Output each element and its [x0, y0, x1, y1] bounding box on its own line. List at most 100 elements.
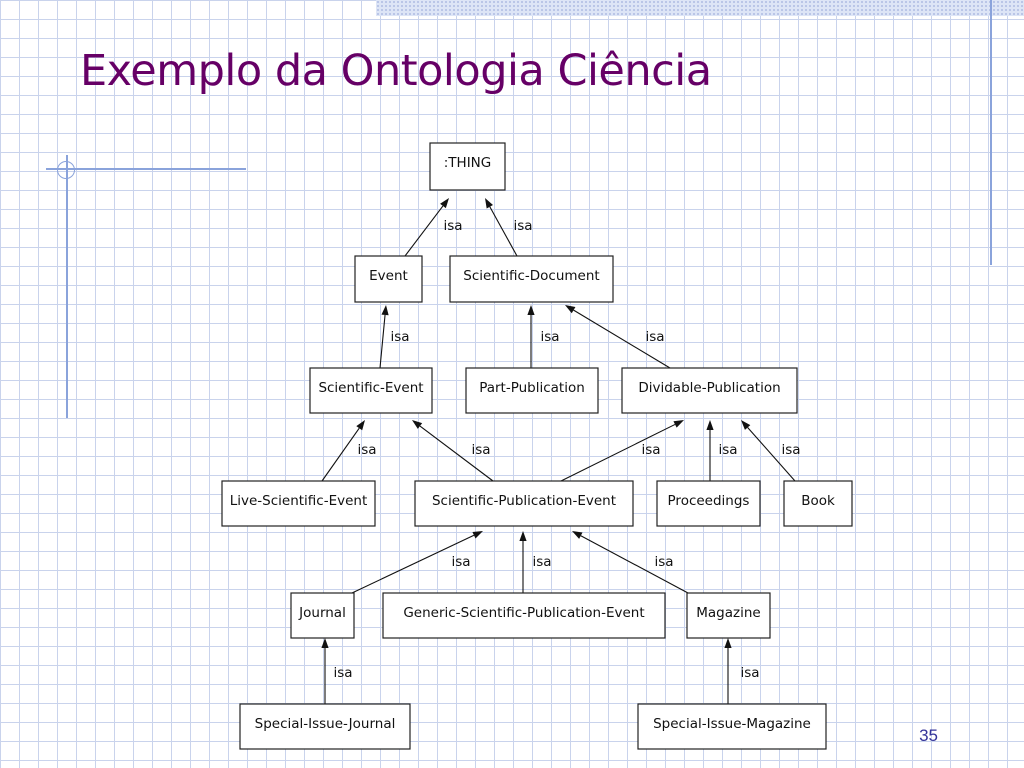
node-label: Special-Issue-Magazine [653, 716, 811, 732]
edge-label: isa [513, 218, 532, 234]
edge-event-to-thing: isa [404, 198, 463, 257]
edge-line [560, 423, 676, 482]
node-proceedings: Proceedings [656, 480, 761, 527]
edge-label: isa [443, 218, 462, 234]
node-label: :THING [444, 155, 492, 171]
node-box [637, 703, 827, 750]
node-generic-sci-pub-event: Generic-Scientific-Publication-Event [382, 592, 666, 639]
node-label: Magazine [696, 605, 760, 621]
arrowhead-icon [356, 420, 365, 431]
node-journal: Journal [290, 592, 355, 639]
node-label: Special-Issue-Journal [255, 716, 396, 732]
node-div-pub: Dividable-Publication [621, 367, 798, 414]
node-sci-pub-event: Scientific-Publication-Event [414, 480, 634, 527]
node-thing: :THING [429, 142, 506, 191]
node-book: Book [783, 480, 853, 527]
node-box [686, 592, 771, 639]
node-sci-doc: Scientific-Document [449, 255, 614, 303]
node-magazine: Magazine [686, 592, 771, 639]
edge-label: isa [390, 329, 409, 345]
top-decorative-band [376, 0, 1024, 16]
node-special-issue-magazine: Special-Issue-Magazine [637, 703, 827, 750]
node-box [290, 592, 355, 639]
edge-label: isa [641, 442, 660, 458]
node-layer: :THING Event Scientific-DocumentScientific… [221, 142, 853, 750]
node-box [221, 480, 376, 527]
edge-sci-event-to-event: isa [379, 305, 410, 369]
node-box [239, 703, 411, 750]
node-box [309, 367, 433, 414]
arrowhead-icon [572, 531, 583, 539]
node-label: Part-Publication [479, 380, 585, 396]
arrowhead-icon [440, 198, 449, 209]
edge-layer: isa isa isa isa isa isa isa isa isa isa isa isa isa i… [321, 198, 801, 704]
edge-line [489, 206, 518, 257]
node-label: Journal [298, 605, 346, 621]
edge-proceedings-to-div-pub: isa [706, 420, 738, 481]
edge-line [580, 535, 689, 594]
edge-label: isa [781, 442, 800, 458]
node-part-pub: Part-Publication [465, 367, 599, 414]
edge-label: isa [654, 554, 673, 570]
node-box [429, 142, 506, 191]
edge-line [573, 309, 671, 369]
left-vertical-rule [66, 155, 68, 418]
node-label: Dividable-Publication [638, 380, 780, 396]
node-live-sci-event: Live-Scientific-Event [221, 480, 376, 527]
node-box [783, 480, 853, 527]
arrowhead-icon [485, 198, 493, 209]
edge-line [419, 425, 494, 482]
node-label: Event [369, 268, 408, 284]
edge-special-issue-journal-to-journal: isa [321, 638, 353, 704]
left-horizontal-rule [46, 168, 246, 170]
edge-book-to-div-pub: isa [741, 420, 801, 482]
edge-sci-pub-event-to-sci-event: isa [412, 420, 494, 482]
arrowhead-icon [472, 531, 483, 539]
arrowhead-icon [519, 531, 527, 541]
edge-sci-doc-to-thing: isa [485, 198, 533, 257]
edge-line [404, 205, 444, 257]
edge-label: isa [471, 442, 490, 458]
arrowhead-icon [706, 420, 714, 430]
edge-generic-sci-pub-event-to-sci-pub-event: isa [519, 531, 552, 593]
node-label: Scientific-Document [463, 268, 599, 284]
node-label: Scientific-Event [318, 380, 423, 396]
node-label: Proceedings [668, 493, 750, 509]
arrowhead-icon [741, 420, 751, 430]
node-box [621, 367, 798, 414]
edge-sci-pub-event-to-div-pub: isa [560, 420, 684, 482]
edge-label: isa [451, 554, 470, 570]
edge-live-sci-event-to-sci-event: isa [321, 420, 377, 482]
node-box [414, 480, 634, 527]
node-label: Generic-Scientific-Publication-Event [403, 605, 644, 621]
edge-part-pub-to-sci-doc: isa [527, 305, 560, 368]
edge-label: isa [540, 329, 559, 345]
node-box [449, 255, 614, 303]
page-number: 35 [919, 726, 938, 745]
edge-label: isa [718, 442, 737, 458]
arrowhead-icon [673, 420, 684, 428]
edge-line [351, 534, 475, 594]
arrowhead-icon [412, 420, 423, 429]
edge-label: isa [532, 554, 551, 570]
edge-line [379, 314, 386, 369]
node-box [354, 255, 423, 303]
node-label: Book [801, 493, 835, 509]
edge-line [747, 427, 796, 482]
edge-label: isa [645, 329, 664, 345]
node-box [382, 592, 666, 639]
arrowhead-icon [565, 305, 576, 314]
top-right-vertical-rule [990, 0, 992, 265]
arrowhead-icon [381, 305, 389, 316]
node-label: Live-Scientific-Event [230, 493, 368, 509]
edge-special-issue-magazine-to-magazine: isa [724, 638, 760, 704]
edge-journal-to-sci-pub-event: isa [351, 531, 483, 594]
node-box [656, 480, 761, 527]
left-decorative-ring [57, 161, 75, 179]
arrowhead-icon [527, 305, 535, 315]
edge-label: isa [357, 442, 376, 458]
edge-magazine-to-sci-pub-event: isa [572, 531, 689, 594]
node-event: Event [354, 255, 423, 303]
node-box [465, 367, 599, 414]
node-sci-event: Scientific-Event [309, 367, 433, 414]
